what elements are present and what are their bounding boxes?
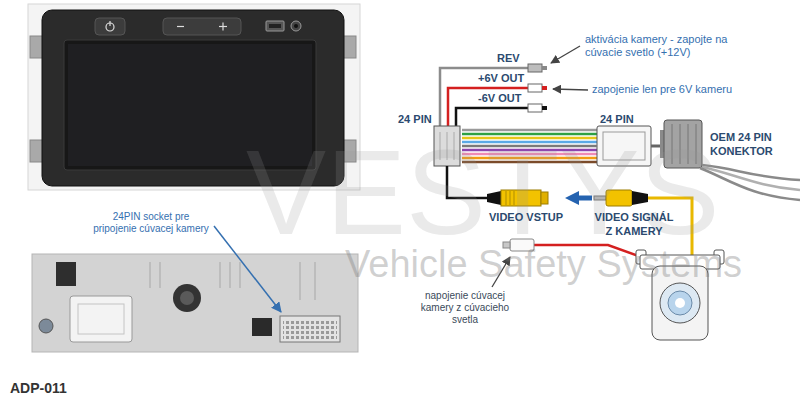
- adapter-wires-part: [542, 86, 547, 90]
- label-holder: OEM 24 PIN KONEKTOR: [710, 130, 792, 158]
- radio-back-part: [219, 262, 221, 288]
- radio-front-part: [163, 18, 241, 35]
- connector-area: [660, 118, 706, 170]
- radio-back-part: [314, 262, 316, 300]
- adapter-wires-part: [528, 84, 542, 92]
- radio-back-part: [173, 284, 201, 312]
- adapter-wires-part: [462, 129, 597, 132]
- radio-back-part: [180, 291, 194, 305]
- radio-back-part: [280, 316, 340, 342]
- connector-node: 24 PIN: [398, 112, 462, 166]
- radio-back-part: [39, 319, 53, 333]
- radio-front-part: [269, 24, 281, 28]
- radio-front-part: [177, 26, 184, 27]
- wire-label: REV: [497, 51, 520, 65]
- radio-back-part: [70, 296, 132, 342]
- adapter-wires-part: [528, 64, 542, 72]
- connector-label: 24 PIN: [597, 112, 651, 126]
- connector-label: VIDEO SIGNÁL Z KAMERY: [592, 210, 676, 238]
- leader-line: [553, 89, 588, 90]
- radio-front-part: [109, 21, 110, 26]
- connector-area: [434, 126, 460, 166]
- connector-label: 24 PIN: [398, 112, 462, 126]
- wire-label: -6V OUT: [478, 91, 521, 105]
- radio-back-part: [32, 254, 358, 352]
- radio-back-part: [239, 262, 241, 288]
- callout-note: napojenie cúvacej kamery z cúvacieho sve…: [420, 290, 510, 326]
- wire-label: +6V OUT: [478, 71, 524, 85]
- connector-area: [487, 188, 565, 208]
- callout-note: zapojenie len pre 6V kameru: [592, 83, 732, 96]
- camera-part: [675, 298, 685, 308]
- adapter-wires-part: [528, 104, 542, 112]
- radio-back: [32, 254, 358, 352]
- radio-front-part: [222, 23, 223, 31]
- connector-node: 24 PIN: [597, 112, 651, 166]
- connector-label: OEM 24 PIN KONEKTOR: [710, 130, 792, 158]
- radio-back-part: [56, 262, 76, 286]
- radio-front-part: [294, 24, 298, 28]
- radio-back-part: [252, 318, 272, 336]
- radio-back-part: [283, 319, 337, 339]
- adapter-wires-part: [448, 88, 528, 126]
- connector-node: VIDEO VSTUP: [487, 188, 565, 224]
- callout-note: 24PIN socket pre pripojenie cúvacej kame…: [90, 211, 212, 235]
- camera-part: [668, 291, 692, 315]
- connector-area: [592, 188, 676, 208]
- connector-node: VIDEO SIGNÁL Z KAMERY: [592, 188, 676, 238]
- radio-back-part: [149, 262, 151, 288]
- leader-line: [551, 46, 580, 63]
- radio-front-part: [95, 18, 125, 35]
- camera-part: [660, 283, 700, 323]
- product-code: ADP-011: [10, 380, 67, 396]
- adapter-wires-part: [542, 106, 547, 110]
- adapter-wires-part: [542, 66, 547, 70]
- adapter-wires-part: [440, 68, 528, 126]
- radio-front-part: [266, 21, 284, 31]
- radio-front-part: [291, 21, 301, 31]
- connector-label: VIDEO VSTUP: [487, 210, 565, 224]
- connector-area: [597, 126, 651, 166]
- adapter-wires-part: [456, 108, 528, 126]
- callout-note: aktivácia kamery - zapojte na cúvacie sv…: [585, 33, 745, 59]
- radio-back-part: [229, 262, 231, 288]
- radio-back-part: [299, 262, 301, 300]
- radio-back-part: [159, 262, 161, 288]
- radio-back-part: [78, 304, 124, 334]
- connector-node: OEM 24 PIN KONEKTOR: [660, 118, 792, 170]
